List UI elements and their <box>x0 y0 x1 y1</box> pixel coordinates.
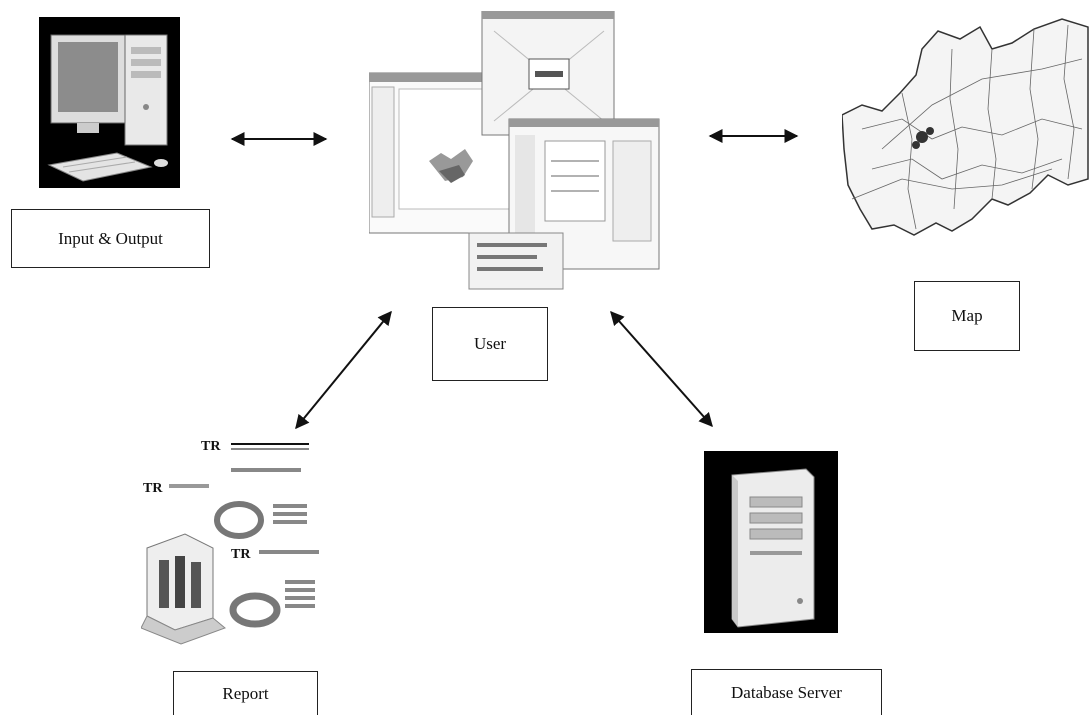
city-map-icon <box>841 18 1089 236</box>
database-server-node <box>704 451 838 633</box>
map-node <box>841 9 1090 243</box>
arrow-user-report <box>295 310 392 430</box>
application-windows-icon <box>368 10 660 290</box>
arrow-user-database-server <box>610 310 713 428</box>
input-output-node <box>39 17 180 188</box>
svg-text:TR: TR <box>201 439 221 454</box>
desktop-computer-icon <box>39 17 180 188</box>
report-label: Report <box>173 671 318 715</box>
input-output-label: Input & Output <box>11 209 210 268</box>
user-node <box>368 10 664 294</box>
database-server-label: Database Server <box>691 669 882 715</box>
report-pages-icon: TR TR TR <box>140 439 319 645</box>
report-node: TR TR TR <box>140 430 331 658</box>
server-tower-icon <box>704 451 838 633</box>
map-label: Map <box>914 281 1020 351</box>
svg-text:TR: TR <box>231 547 251 562</box>
svg-text:TR: TR <box>143 481 163 496</box>
user-label: User <box>432 307 548 381</box>
